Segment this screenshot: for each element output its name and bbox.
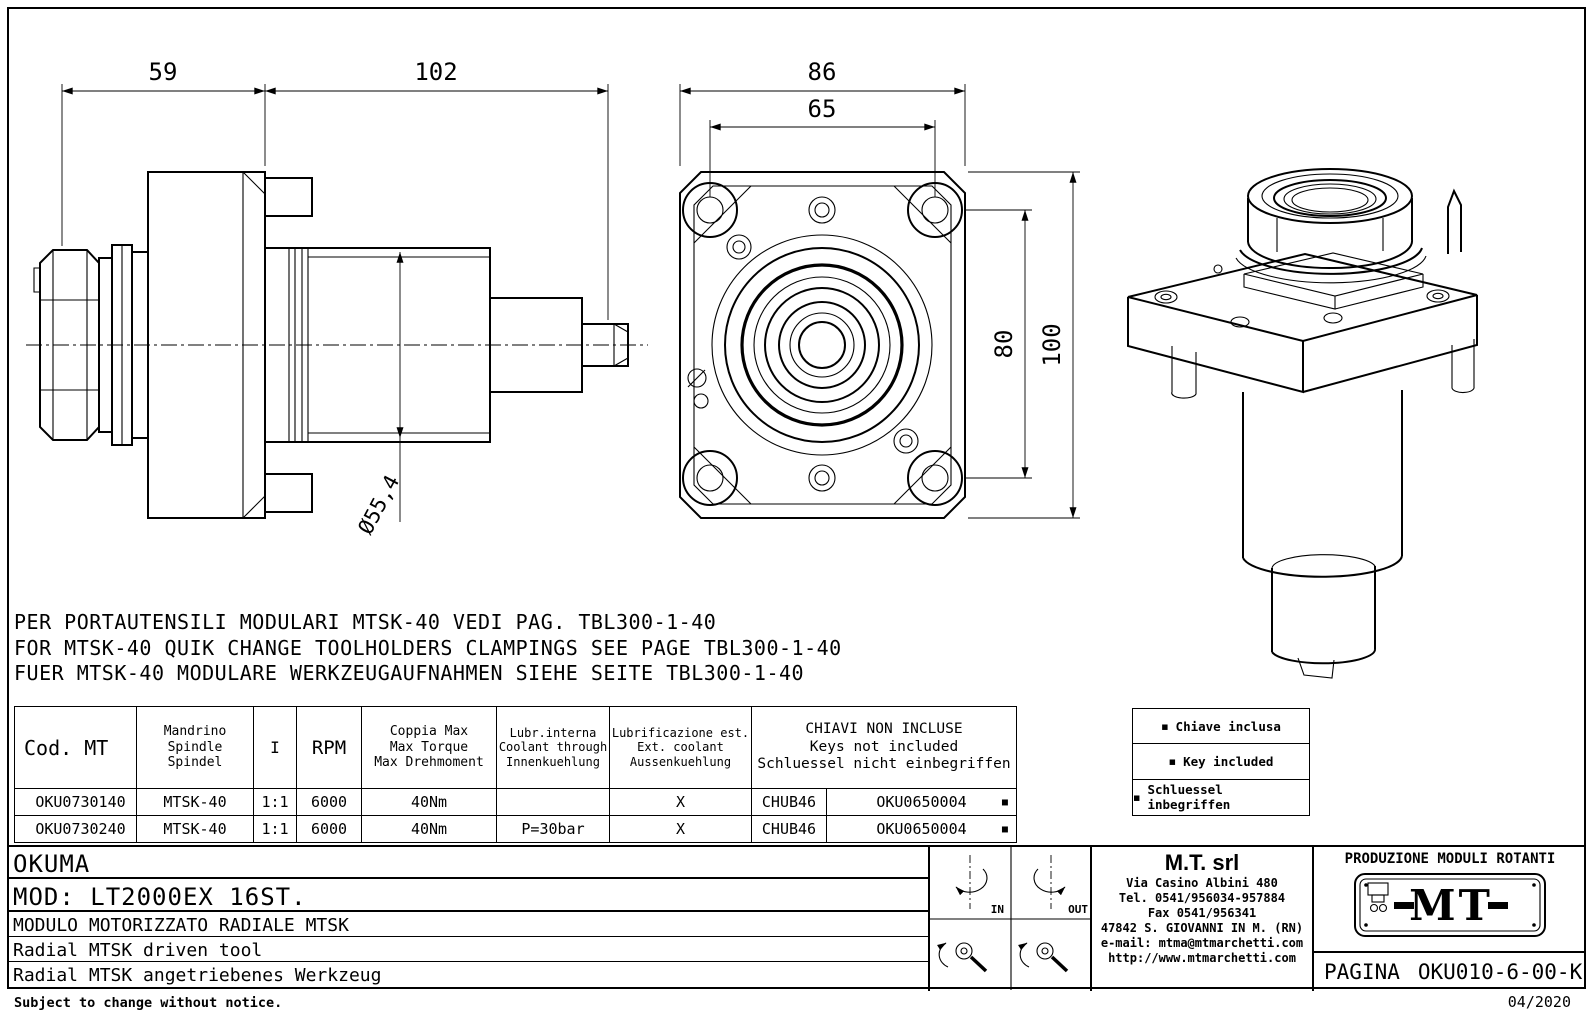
cell-coolant-internal: P=30bar bbox=[496, 815, 610, 843]
cell-torque: 40Nm bbox=[361, 815, 497, 843]
company-website: http://www.mtmarchetti.com bbox=[1108, 951, 1296, 965]
note-line-german: FUER MTSK-40 MODULARE WERKZEUGAUFNAHMEN … bbox=[14, 661, 805, 685]
driven-tool-icon bbox=[937, 942, 988, 973]
col-header-ratio: I bbox=[253, 706, 297, 789]
mt-logo-wrap: MT bbox=[1314, 870, 1586, 944]
machine-model: MOD: LT2000EX 16ST. bbox=[7, 879, 928, 912]
drawing-frame-border bbox=[7, 7, 1586, 989]
cell-key-wrench: CHUB46 bbox=[751, 788, 827, 816]
col-header-coolant-internal: Lubr.interna Coolant through Innenkuehlu… bbox=[496, 706, 610, 789]
revision-date: 04/2020 bbox=[1507, 993, 1571, 1011]
cell-coolant-internal bbox=[496, 788, 610, 816]
cell-rpm: 6000 bbox=[296, 788, 362, 816]
cell-key-wrench: CHUB46 bbox=[751, 815, 827, 843]
legend-bullet: ▪ bbox=[1133, 790, 1141, 804]
spec-table: Cod. MT Mandrino Spindle Spindel I RPM C… bbox=[14, 706, 1017, 843]
key-included-bullet: ▪ bbox=[1000, 821, 1009, 836]
description-german: Radial MTSK angetriebenes Werkzeug bbox=[13, 965, 382, 986]
title-block-left: OKUMA MOD: LT2000EX 16ST. MODULO MOTORIZ… bbox=[7, 847, 928, 991]
machine-icon bbox=[1367, 882, 1389, 913]
cell-coolant-external: X bbox=[609, 788, 752, 816]
cell-cod: OKU0730140 bbox=[14, 788, 137, 816]
disclaimer-note: Subject to change without notice. bbox=[14, 995, 283, 1011]
rotation-direction-diagram: IN OUT bbox=[930, 847, 1092, 990]
table-row: OKU0730140 MTSK-40 1:1 6000 40Nm X CHUB4… bbox=[14, 788, 1017, 816]
page-label: PAGINA bbox=[1324, 960, 1400, 984]
rotation-direction-box: IN OUT bbox=[928, 847, 1092, 991]
company-fax: Fax 0541/956341 bbox=[1147, 906, 1257, 920]
rotation-out-symbol: OUT bbox=[1033, 855, 1088, 916]
description-english: Radial MTSK driven tool bbox=[7, 937, 928, 962]
cell-rpm: 6000 bbox=[296, 815, 362, 843]
cell-ratio: 1:1 bbox=[253, 788, 297, 816]
rotation-out-label: OUT bbox=[1068, 903, 1088, 916]
key-legend: ▪ Chiave inclusa ▪ Key included ▪ Schlue… bbox=[1132, 708, 1310, 816]
cell-key-part: OKU0650004 ▪ bbox=[826, 815, 1017, 843]
cell-spindle: MTSK-40 bbox=[136, 788, 254, 816]
col-header-coolant-external: Lubrificazione est. Ext. coolant Aussenk… bbox=[609, 706, 752, 789]
rotation-in-symbol: IN bbox=[955, 855, 1004, 916]
rotation-in-label: IN bbox=[991, 903, 1004, 916]
cell-coolant-external: X bbox=[609, 815, 752, 843]
legend-bullet: ▪ bbox=[1161, 720, 1169, 733]
col-header-keys: CHIAVI NON INCLUSE Keys not included Sch… bbox=[751, 706, 1017, 789]
title-block-right: PRODUZIONE MODULI ROTANTI bbox=[1312, 847, 1586, 991]
col-header-rpm: RPM bbox=[296, 706, 362, 789]
title-block: OKUMA MOD: LT2000EX 16ST. MODULO MOTORIZ… bbox=[7, 845, 1586, 991]
col-header-spindle: Mandrino Spindle Spindel bbox=[136, 706, 254, 789]
machine-brand: OKUMA bbox=[7, 847, 928, 879]
production-label: PRODUZIONE MODULI ROTANTI bbox=[1344, 851, 1556, 867]
legend-item: ▪ Key included bbox=[1132, 743, 1310, 781]
cell-spindle: MTSK-40 bbox=[136, 815, 254, 843]
company-email: e-mail: mtma@mtmarchetti.com bbox=[1100, 936, 1304, 950]
notes-block: PER PORTAUTENSILI MODULARI MTSK-40 VEDI … bbox=[14, 610, 842, 687]
company-info: M.T. srl Via Casino Albini 480 Tel. 0541… bbox=[1090, 847, 1312, 991]
driven-tool-icon bbox=[1018, 942, 1069, 973]
mt-logo-text: MT bbox=[1409, 881, 1493, 930]
legend-item: ▪ Chiave inclusa bbox=[1132, 708, 1310, 745]
description-italian: MODULO MOTORIZZATO RADIALE MTSK bbox=[7, 912, 928, 937]
cell-torque: 40Nm bbox=[361, 788, 497, 816]
cell-ratio: 1:1 bbox=[253, 815, 297, 843]
page-code: OKU010-6-00-K bbox=[1417, 960, 1583, 984]
page-reference: PAGINA OKU010-6-00-K bbox=[1314, 951, 1586, 991]
company-tel: Tel. 0541/956034-957884 bbox=[1118, 891, 1286, 905]
legend-label: Chiave inclusa bbox=[1175, 719, 1281, 734]
key-part-number: OKU0650004 bbox=[876, 793, 967, 811]
col-header-torque: Coppia Max Max Torque Max Drehmoment bbox=[361, 706, 497, 789]
legend-bullet: ▪ bbox=[1168, 755, 1177, 769]
table-row: OKU0730240 MTSK-40 1:1 6000 40Nm P=30bar… bbox=[14, 815, 1017, 843]
key-included-bullet: ▪ bbox=[1000, 794, 1009, 809]
note-line-italian: PER PORTAUTENSILI MODULARI MTSK-40 VEDI … bbox=[14, 610, 717, 634]
legend-label: Key included bbox=[1183, 754, 1274, 770]
legend-item: ▪ Schluessel inbegriffen bbox=[1132, 778, 1310, 816]
col-header-cod: Cod. MT bbox=[14, 706, 137, 789]
company-city: 47842 S. GIOVANNI IN M. (RN) bbox=[1100, 921, 1304, 935]
mt-logo: MT bbox=[1354, 873, 1546, 937]
cell-key-part: OKU0650004 ▪ bbox=[826, 788, 1017, 816]
key-part-number: OKU0650004 bbox=[876, 820, 967, 838]
cell-cod: OKU0730240 bbox=[14, 815, 137, 843]
table-header-row: Cod. MT Mandrino Spindle Spindel I RPM C… bbox=[14, 706, 1017, 789]
company-address: Via Casino Albini 480 bbox=[1126, 876, 1278, 890]
company-name: M.T. srl bbox=[1164, 850, 1240, 875]
legend-label: Schluessel inbegriffen bbox=[1147, 782, 1231, 813]
note-line-english: FOR MTSK-40 QUIK CHANGE TOOLHOLDERS CLAM… bbox=[14, 635, 842, 660]
